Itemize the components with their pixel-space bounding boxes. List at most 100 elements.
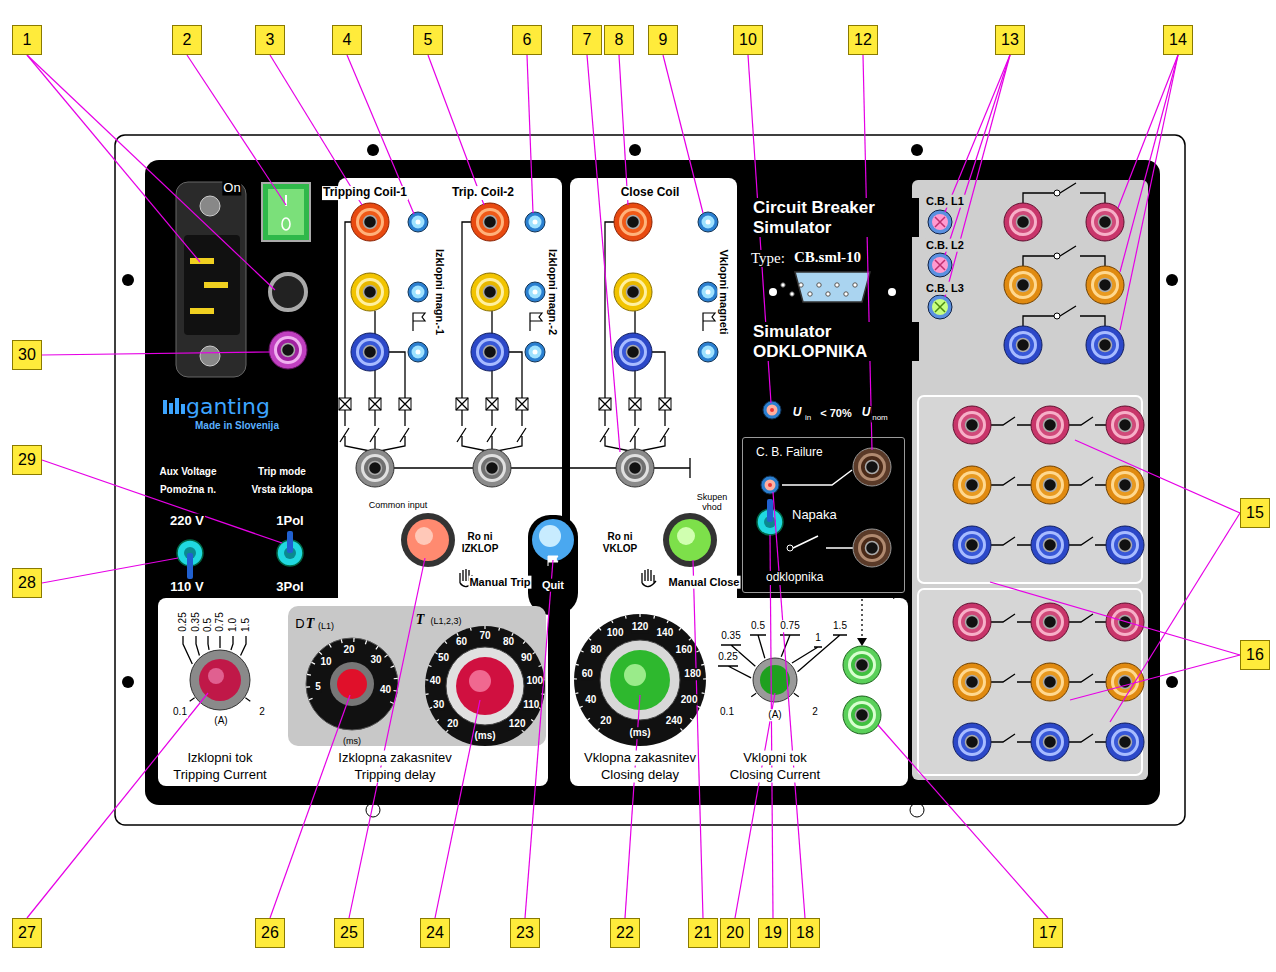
dial-tick bbox=[599, 628, 601, 630]
logo-mark bbox=[175, 398, 179, 414]
panel-label: 140 bbox=[657, 627, 674, 639]
callout-number: 18 bbox=[790, 918, 820, 948]
panel-label: 240 bbox=[666, 715, 683, 727]
contact-socket bbox=[1086, 266, 1124, 304]
panel-label: 110 bbox=[523, 699, 539, 711]
leader-line bbox=[525, 560, 553, 918]
panel-label: Pomožna n. bbox=[159, 484, 217, 496]
wire bbox=[1069, 734, 1106, 742]
leader-line bbox=[527, 55, 533, 213]
wire bbox=[509, 352, 522, 398]
failure-box: C. B. FailureNapakaodklopnika bbox=[742, 437, 905, 593]
dial-tick bbox=[690, 718, 692, 720]
wire bbox=[492, 410, 526, 452]
failure-switch bbox=[787, 545, 793, 551]
callout-number: 6 bbox=[512, 25, 542, 55]
callout-number: 25 bbox=[334, 918, 364, 948]
contact-socket bbox=[1004, 326, 1042, 364]
dial-tick bbox=[575, 692, 578, 694]
panel-label: 0.5 bbox=[202, 617, 214, 633]
panel-label: On bbox=[222, 181, 241, 196]
dial-tick bbox=[319, 652, 322, 655]
callout-number: 5 bbox=[413, 25, 443, 55]
panel-label: 50 bbox=[438, 652, 449, 664]
panel-label: Izklopni magn.-1 bbox=[434, 248, 447, 336]
relay-box bbox=[629, 398, 641, 410]
panel-label: 200 bbox=[681, 694, 698, 706]
panel-label: Circuit Breaker Simulator bbox=[752, 198, 919, 237]
panel-label: Aux Voltage bbox=[158, 466, 217, 478]
panel-label: 1.5 bbox=[832, 620, 848, 632]
dial-tick bbox=[245, 698, 250, 701]
dial-tick bbox=[701, 664, 704, 666]
relay-box bbox=[486, 398, 498, 410]
panel-plate bbox=[115, 135, 1185, 825]
delay-dial bbox=[446, 647, 524, 725]
panel-label: Common input bbox=[368, 500, 429, 510]
dial-tick bbox=[531, 720, 533, 722]
dial-tick bbox=[484, 626, 485, 629]
hand-symbol bbox=[642, 569, 656, 587]
callout-number: 29 bbox=[12, 445, 42, 475]
wire bbox=[1023, 183, 1105, 203]
delay-dial bbox=[600, 640, 680, 720]
panel-label: 0.75 bbox=[214, 611, 226, 632]
panel-label: Type: bbox=[750, 250, 786, 267]
dial-tick bbox=[391, 666, 395, 668]
panel-label: (A) bbox=[213, 715, 228, 727]
toggle-lever bbox=[767, 499, 773, 522]
panel-label: U bbox=[861, 406, 872, 420]
leader-line bbox=[27, 693, 208, 918]
dial-tick bbox=[539, 665, 542, 666]
contact-symbol bbox=[1054, 190, 1060, 196]
delay-knob bbox=[456, 657, 514, 715]
callout-number: 19 bbox=[758, 918, 788, 948]
callout-number: 10 bbox=[733, 25, 763, 55]
leader-line bbox=[773, 492, 805, 918]
callout-number: 12 bbox=[848, 25, 878, 55]
panel-label: Made in Slovenija bbox=[194, 420, 280, 432]
phase-led bbox=[928, 295, 952, 319]
panel-label: 0.5 bbox=[750, 620, 766, 632]
wire bbox=[369, 398, 381, 410]
dial-tick bbox=[581, 651, 584, 652]
panel-label: 1 bbox=[814, 632, 822, 644]
panel-label: (ms) bbox=[629, 727, 650, 739]
indicator-led bbox=[525, 282, 545, 302]
panel-plate bbox=[1166, 274, 1178, 286]
wire bbox=[635, 410, 669, 452]
wire bbox=[219, 636, 220, 648]
quit-button-frame: Quit bbox=[528, 515, 578, 615]
wire bbox=[652, 352, 665, 398]
contact-socket bbox=[1086, 203, 1124, 241]
callout-number: 16 bbox=[1240, 640, 1270, 670]
panel-label: 20 bbox=[447, 719, 458, 731]
panel-label: 1.0 bbox=[227, 617, 239, 633]
panel-label: U bbox=[792, 406, 803, 420]
dial-tick bbox=[353, 638, 354, 642]
leader-line bbox=[1118, 55, 1178, 208]
contact-socket bbox=[1031, 603, 1069, 641]
contact-socket bbox=[1031, 466, 1069, 504]
node-text: Quit bbox=[541, 579, 565, 592]
phase-led bbox=[928, 210, 952, 234]
callout-number: 15 bbox=[1240, 498, 1270, 528]
panel-label: C.B. L3 bbox=[925, 282, 965, 295]
panel-label: Simulator ODKLOPNIKA bbox=[752, 322, 919, 361]
dial-tick bbox=[390, 702, 394, 704]
contact-socket bbox=[953, 723, 991, 761]
dial-tick bbox=[341, 639, 343, 643]
dial-tick bbox=[436, 720, 438, 722]
panel-label: 70 bbox=[479, 630, 490, 642]
contact-socket bbox=[1004, 266, 1042, 304]
panel-plate bbox=[1166, 676, 1178, 688]
callout-number: 9 bbox=[648, 25, 678, 55]
fuse-holder bbox=[270, 274, 306, 310]
manual-buttons bbox=[669, 519, 711, 561]
coil-socket bbox=[614, 333, 652, 371]
dial-tick bbox=[523, 641, 525, 643]
panel-label: 90 bbox=[521, 652, 532, 664]
delay-knob bbox=[469, 670, 491, 692]
wire bbox=[340, 410, 375, 452]
callout-number: 7 bbox=[572, 25, 602, 55]
